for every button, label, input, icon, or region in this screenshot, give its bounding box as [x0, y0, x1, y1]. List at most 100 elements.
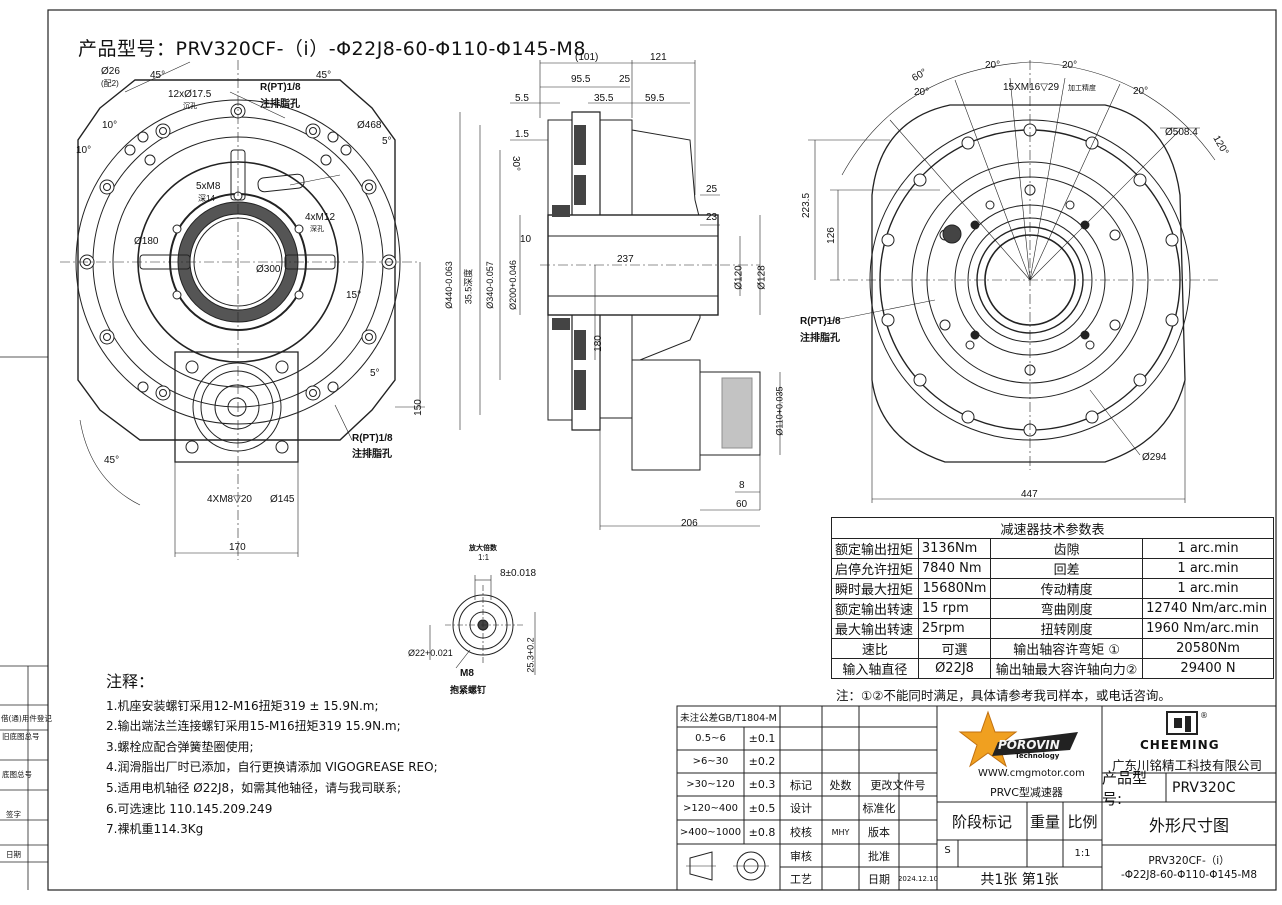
spec-value: 20580Nm: [1142, 638, 1274, 659]
dim-label: 45°: [104, 455, 120, 466]
spec-key: 额定输出转速: [831, 598, 919, 619]
dim-label: 206: [681, 518, 698, 529]
dim-label: 150: [412, 399, 424, 416]
strip-label: 旧底图总号: [2, 732, 40, 741]
spec-value: 15680Nm: [917, 578, 992, 599]
tb-scale: 1:1: [1074, 848, 1091, 859]
spec-key: 启停允许扭矩: [831, 558, 919, 579]
dim-label: 沉孔: [183, 103, 197, 110]
dim-label: Ø110+0.035: [774, 386, 785, 436]
dim-label: 223.5: [801, 192, 813, 219]
dim-label: 95.5: [571, 74, 591, 85]
notes: 注释： 1.机座安装螺钉采用12-M16扭矩319 ± 15.9N.m; 2.输…: [106, 672, 438, 840]
dim-label: 60: [736, 499, 748, 510]
dim-label: 45°: [316, 70, 332, 81]
website: WWW.cmgmotor.com: [978, 768, 1085, 779]
note-item: 5.适用电机轴径 Ø22J8，如需其他轴径，请与我司联系;: [106, 780, 402, 795]
tb-label: 批准: [868, 849, 890, 863]
porovin-logo: [958, 710, 1078, 768]
dim-label: 23: [706, 212, 718, 223]
tb-sheets: 共1张 第1张: [980, 871, 1059, 888]
tb-drawing-name: 外形尺寸图: [1148, 815, 1229, 835]
series-name: PRVC型减速器: [990, 786, 1063, 799]
spec-key: 最大输出转速: [831, 618, 919, 639]
tb-label: 审核: [790, 849, 812, 863]
company-name: 广东川铭精工科技有限公司: [1112, 758, 1263, 773]
checker-initials: MHY: [831, 827, 850, 837]
strip-label: 底图总号: [2, 770, 32, 779]
tb-label: 处数: [829, 778, 852, 792]
detail-view: [429, 575, 536, 675]
dim-label: Ø120: [733, 265, 745, 290]
tb-stage: 阶段标记: [951, 812, 1012, 831]
dim-label: (101): [575, 52, 599, 63]
tolerance-value: ±0.1: [748, 732, 776, 745]
tb-label: 版本: [868, 826, 890, 839]
dim-label: Ø22+0.021: [408, 648, 453, 658]
dim-label: 20°: [1133, 86, 1149, 97]
tolerance-value: ±0.5: [748, 801, 776, 815]
spec-footnote: 注：①②不能同时满足，具体请参考我司样本，或电话咨询。: [836, 688, 1171, 703]
spec-key: 传动精度: [990, 578, 1144, 599]
dim-label: 注排脂孔: [352, 449, 392, 460]
note-item: 2.输出端法兰连接螺钉采用15-M16扭矩319 15.9N.m;: [106, 719, 401, 734]
note-item: 4.润滑脂出厂时已添加，自行更换请添加 VIGOGREASE REO;: [106, 760, 438, 775]
dim-label: M8: [460, 668, 474, 679]
tb-label: 设计: [790, 802, 812, 815]
dim-label: 237: [617, 254, 634, 265]
side-view: [459, 60, 781, 530]
spec-value: 12740 Nm/arc.min: [1142, 598, 1274, 619]
dim-label: 20°: [985, 60, 1001, 71]
porovin-tagline: Technology: [1015, 752, 1060, 760]
tb-label: 标准化: [862, 802, 896, 815]
tb-drawing-code: PRV320CF-（i） -Φ22J8-60-Φ110-Φ145-M8: [1120, 854, 1258, 881]
dim-label: 抱紧螺钉: [450, 685, 487, 695]
dim-label: 深孔: [310, 226, 324, 233]
dim-label: 15XM16▽29: [1003, 82, 1060, 93]
dim-label: Ø180: [134, 236, 159, 247]
title-block-frame: [676, 705, 1277, 891]
tolerance-value: ±0.3: [748, 778, 776, 791]
spec-value: 15 rpm: [917, 598, 992, 619]
dim-label: 深14: [198, 194, 215, 203]
note-item: 1.机座安装螺钉采用12-M16扭矩319 ± 15.9N.m;: [106, 698, 379, 713]
dim-label: 25: [706, 184, 718, 195]
spec-value: 可選: [917, 638, 992, 659]
rear-view: [808, 60, 1220, 503]
spec-value: 7840 Nm: [917, 558, 992, 579]
tolerance-range: >120~400: [683, 802, 738, 814]
dim-label: Ø145: [270, 494, 295, 505]
dim-label: 1:1: [478, 553, 490, 562]
dim-label: 5.5: [515, 93, 529, 104]
spec-value: 1960 Nm/arc.min: [1142, 618, 1274, 639]
tb-date: 2024.12.10: [897, 874, 939, 883]
cheeming-logo: ®: [1166, 711, 1208, 735]
dim-label: 35.5深度: [463, 268, 474, 305]
dim-label: Ø26: [101, 66, 120, 77]
tb-weight: 重量: [1029, 812, 1060, 831]
tb-product-value: PRV320C: [1172, 779, 1236, 796]
cheeming-wordmark: CHEEMING: [1140, 738, 1220, 752]
dim-label: R(PT)1/8: [800, 316, 841, 327]
note-item: 6.可选速比 110.145.209.249: [106, 801, 273, 816]
tb-label: 日期: [868, 872, 890, 886]
dim-label: 放大倍数: [469, 545, 497, 552]
tolerance-range: >6~30: [692, 756, 729, 767]
spec-key: 速比: [831, 638, 919, 659]
dim-label: 4XM8▽20: [207, 494, 252, 505]
dim-label: 10°: [102, 120, 118, 131]
spec-key: 瞬时最大扭矩: [831, 578, 919, 599]
dim-label: 4xM12: [305, 212, 336, 223]
spec-value: Ø22J8: [917, 658, 992, 679]
dim-label: Ø300: [256, 264, 281, 275]
dim-label: Ø468: [357, 120, 382, 131]
dim-label: 180: [592, 335, 604, 352]
dim-label: 12xØ17.5: [168, 89, 212, 100]
spec-value: 1 arc.min: [1142, 538, 1274, 559]
front-view: [60, 60, 425, 560]
